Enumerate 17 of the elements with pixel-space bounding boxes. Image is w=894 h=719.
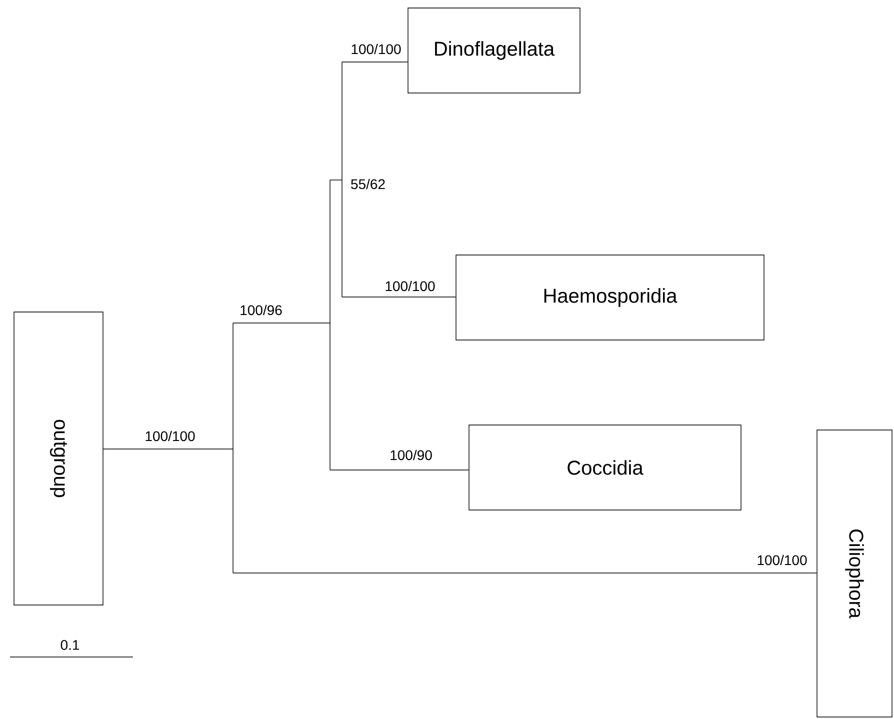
support-value: 100/90 <box>388 448 434 462</box>
tree-branch <box>232 322 330 324</box>
tree-branch <box>342 296 456 298</box>
support-value: 55/62 <box>350 178 387 190</box>
taxon-box: Ciliophora <box>816 430 892 718</box>
support-value: 100/100 <box>384 280 436 292</box>
tree-branch <box>232 572 817 574</box>
tree-branch <box>103 448 234 450</box>
taxon-box: outgroup <box>14 312 104 606</box>
support-value: 100/100 <box>350 42 402 56</box>
support-value: 100/96 <box>238 304 284 316</box>
taxon-box: Haemosporidia <box>456 254 764 340</box>
support-value: 100/100 <box>144 430 196 442</box>
support-value: 100/100 <box>756 554 808 566</box>
taxon-box: Coccidia <box>468 424 742 510</box>
scale-label: 0.1 <box>60 640 80 650</box>
taxon-box: Dinoflagellata <box>408 8 580 94</box>
